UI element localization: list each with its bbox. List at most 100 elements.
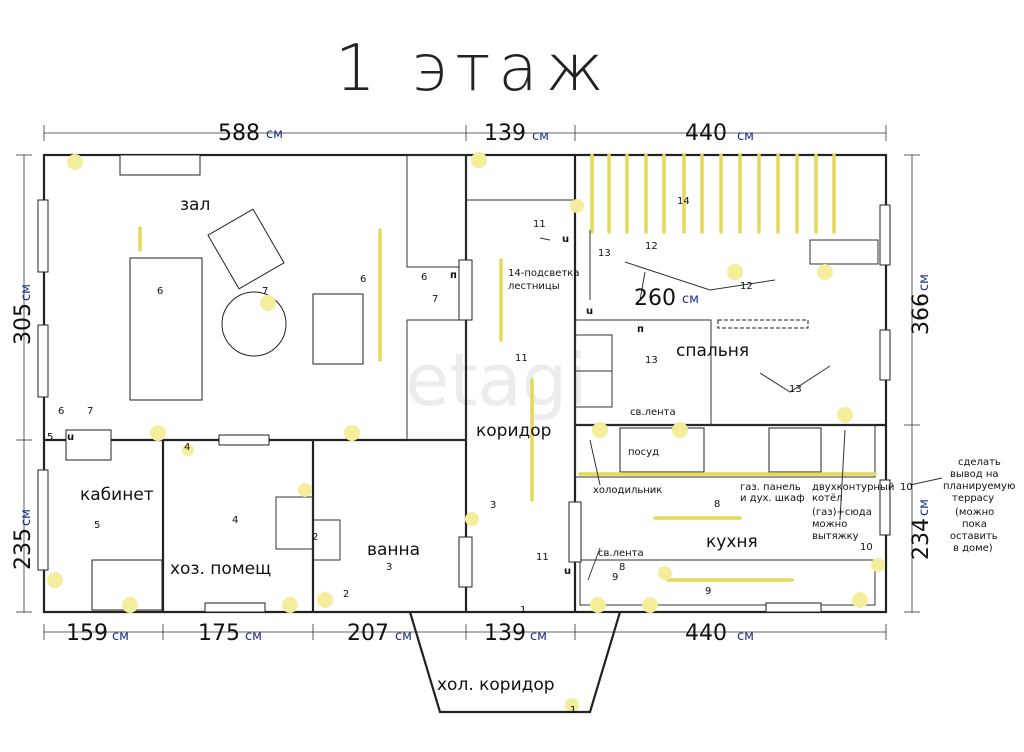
light-strips xyxy=(138,226,877,582)
switch-u-4: u xyxy=(564,566,571,577)
furniture xyxy=(65,208,822,611)
marker-2-a: 2 xyxy=(343,589,349,600)
dim-top-3-unit: см xyxy=(737,129,754,144)
marker-13-b: 13 xyxy=(645,355,658,366)
note-terrace-1: сделать xyxy=(958,457,1001,468)
marker-1-b: 1 xyxy=(570,705,576,716)
dim-left-2: 235 см xyxy=(11,509,36,570)
dim-bottom-2-unit: см xyxy=(245,629,262,644)
note-sv-lenta-top: св.лента xyxy=(630,407,676,418)
wiring xyxy=(539,230,846,581)
room-zal: зал xyxy=(180,195,210,215)
marker-5-b: 5 xyxy=(47,432,53,443)
marker-5-a: 5 xyxy=(94,520,100,531)
note-kotel-3: (газ)+сюда xyxy=(812,507,872,518)
note-posud: посуд xyxy=(628,447,659,458)
dim-bottom-3-unit: см xyxy=(395,629,412,644)
dim-bottom-2-value: 175 xyxy=(198,621,240,646)
switch-u-1: u xyxy=(67,432,74,443)
room-hoz: хоз. помещ xyxy=(170,559,271,579)
marker-12-b: 12 xyxy=(740,281,753,292)
note-terrace-7: оставить xyxy=(950,531,998,542)
dim-bottom-3-value: 207 xyxy=(347,621,389,646)
marker-13-c: 13 xyxy=(789,384,802,395)
marker-7-b: 7 xyxy=(432,294,438,305)
room-kuhnya: кухня xyxy=(706,532,758,552)
svg-text:см: см xyxy=(917,274,932,291)
staircase xyxy=(590,153,836,234)
marker-2-b: 2 xyxy=(312,532,318,543)
note-terrace-2: вывод на xyxy=(950,469,999,480)
dim-left-1: 305 см xyxy=(11,284,36,345)
dim-top-1-value: 588 xyxy=(218,121,260,146)
svg-text:305: 305 xyxy=(11,303,36,345)
dim-stair-unit: см xyxy=(682,292,699,307)
dim-bottom-1-unit: см xyxy=(112,629,129,644)
note-terrace-6: пока xyxy=(962,519,987,530)
marker-10-a: 10 xyxy=(900,482,913,493)
marker-4-b: 4 xyxy=(184,442,190,453)
dim-bottom-4-value: 139 xyxy=(484,621,526,646)
marker-11-a: 11 xyxy=(533,219,546,230)
marker-3-a: 3 xyxy=(386,562,392,573)
windows xyxy=(37,154,891,613)
switch-p-2: п xyxy=(637,324,644,335)
dim-top-2-value: 139 xyxy=(484,121,526,146)
note-kotel-5: вытяжку xyxy=(812,531,859,542)
marker-1-a: 1 xyxy=(520,605,526,616)
svg-text:см: см xyxy=(917,499,932,516)
marker-6-b: 6 xyxy=(360,274,366,285)
note-gaz-panel-1: газ. панель xyxy=(740,482,801,493)
svg-text:см: см xyxy=(19,509,34,526)
dim-top-3-value: 440 xyxy=(685,121,727,146)
lamps xyxy=(47,152,885,712)
note-terrace-8: в доме) xyxy=(953,543,993,554)
dim-bottom-5-value: 440 xyxy=(685,621,727,646)
svg-text:235: 235 xyxy=(11,528,36,570)
dim-top-1-unit: см xyxy=(266,127,283,142)
plan-title: 1 этаж xyxy=(335,32,612,106)
svg-text:366: 366 xyxy=(909,293,934,335)
marker-7-a: 7 xyxy=(262,286,268,297)
note-stair-light-1: 14-подсветка xyxy=(508,268,579,279)
marker-6-c: 6 xyxy=(421,272,427,283)
dim-right-2: 234 см xyxy=(909,499,934,560)
dimension-lines xyxy=(16,125,920,640)
svg-text:см: см xyxy=(19,284,34,301)
marker-6-a: 6 xyxy=(157,286,163,297)
note-gaz-panel-2: и дух. шкаф xyxy=(740,493,805,504)
marker-7-c: 7 xyxy=(87,406,93,417)
note-terrace-3: планируемую xyxy=(943,481,1015,492)
note-terrace-4: террасу xyxy=(952,493,994,504)
room-hol-koridor: хол. коридор xyxy=(437,675,555,695)
dim-right-1: 366 см xyxy=(909,274,934,335)
dim-top-2-unit: см xyxy=(532,129,549,144)
marker-12-a: 12 xyxy=(645,241,658,252)
note-stair-light-2: лестницы xyxy=(508,281,560,292)
marker-11-b: 11 xyxy=(515,353,528,364)
dim-bottom-5-unit: см xyxy=(737,629,754,644)
note-sv-lenta-bottom: св.лента xyxy=(598,548,644,559)
marker-9-b: 9 xyxy=(612,572,618,583)
switch-p-1: п xyxy=(450,270,457,281)
room-vanna: ванна xyxy=(367,540,420,560)
note-terrace-5: (можно xyxy=(955,507,994,518)
marker-9-a: 9 xyxy=(705,586,711,597)
room-kabinet: кабинет xyxy=(80,485,154,505)
note-kotel-4: можно xyxy=(812,519,847,530)
room-koridor: коридор xyxy=(476,421,551,441)
marker-10-b: 10 xyxy=(860,542,873,553)
marker-8-a: 8 xyxy=(714,499,720,510)
watermark: etagi xyxy=(405,338,587,422)
marker-4-a: 4 xyxy=(232,515,238,526)
marker-8-b: 8 xyxy=(619,562,625,573)
note-kotel-2: котёл xyxy=(812,493,843,504)
cold-corridor-outline xyxy=(408,611,622,714)
svg-text:234: 234 xyxy=(909,518,934,560)
marker-13-a: 13 xyxy=(598,248,611,259)
note-holodilnik: холодильник xyxy=(593,485,662,496)
marker-6-d: 6 xyxy=(58,406,64,417)
marker-11-c: 11 xyxy=(536,552,549,563)
dim-stair-value: 260 xyxy=(634,286,676,311)
